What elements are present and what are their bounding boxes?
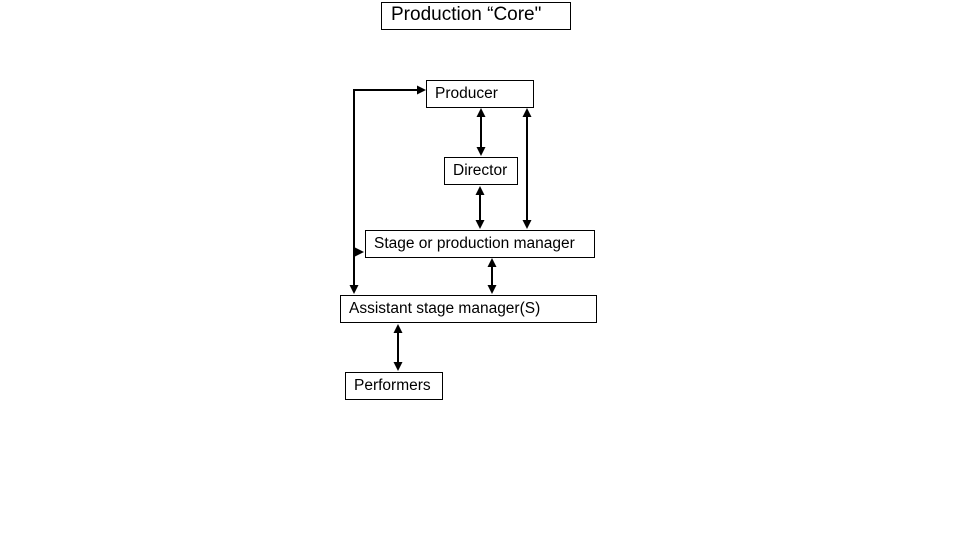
edge-producer-stage-manager <box>522 108 532 229</box>
node-producer: Producer <box>426 80 534 108</box>
node-performers-label: Performers <box>354 377 431 394</box>
node-director-label: Director <box>453 162 508 179</box>
node-stage-manager: Stage or production manager <box>365 230 595 258</box>
edge-producer-director <box>476 108 486 156</box>
node-director: Director <box>444 157 518 185</box>
edge-left-branch <box>349 85 426 294</box>
node-assistant-stage-manager: Assistant stage manager(S) <box>340 295 597 323</box>
node-assistant-stage-manager-label: Assistant stage manager(S) <box>349 300 541 317</box>
node-performers: Performers <box>345 372 443 400</box>
edge-director-stage-manager <box>475 186 485 229</box>
diagram-title: Production “Core" <box>391 4 542 25</box>
edge-assistant-performers <box>393 324 403 371</box>
edge-stage-manager-assistant <box>487 258 497 294</box>
diagram-title-box: Production “Core" <box>381 2 571 30</box>
node-producer-label: Producer <box>435 85 498 102</box>
node-stage-manager-label: Stage or production manager <box>374 235 575 252</box>
